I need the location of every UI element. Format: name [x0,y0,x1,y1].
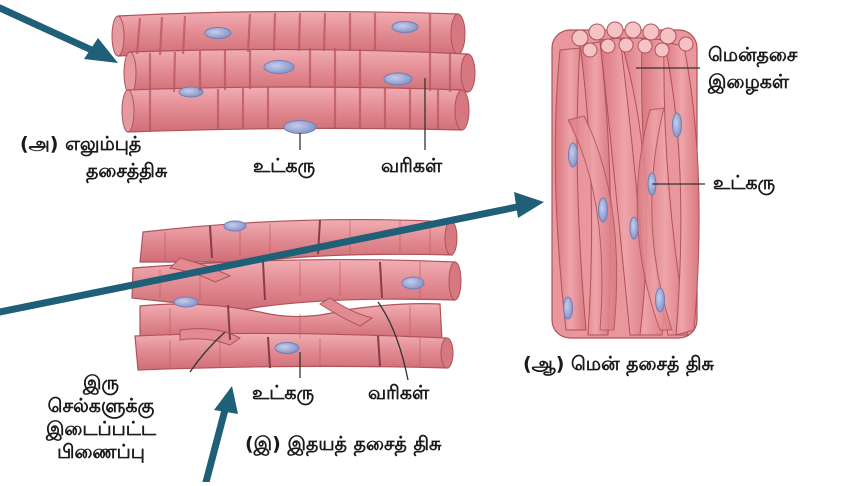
nucleus [275,343,299,354]
nucleus [599,198,608,222]
nucleus [384,73,412,85]
cardiac-caption: (இ) இதயத் தசைத் திசு [245,433,441,455]
smooth-muscle-illustration [552,22,705,338]
smooth-nucleus-label: உட்கரு [713,172,775,194]
cardiac-nucleus-label: உட்கரு [252,382,314,404]
skeletal-striations-label: வரிகள் [381,155,442,177]
smooth-fibers-label-line2: இழைகள் [708,71,789,93]
cardiac-striations-label: வரிகள் [368,382,429,404]
nucleus [205,28,231,39]
nucleus [264,61,294,74]
skeletal-muscle-illustration [112,11,475,150]
nucleus [656,288,665,312]
skeletal-caption-line1: (அ) எலும்புத் [20,133,141,155]
nucleus [392,22,418,33]
cardiac-disc-label-line4: பிணைப்பு [35,441,167,463]
smooth-caption: (ஆ) மென் தசைத் திசு [523,353,714,375]
skeletal-nucleus-label: உட்கரு [253,155,315,177]
smooth-fibers-label-line1: மென்தசை [708,44,797,66]
cardiac-disc-label-line1: இரு [66,372,136,394]
skeletal-caption-line2: தசைத்திசு [86,160,167,182]
skeletal-fiber [122,87,469,134]
nucleus [174,297,198,307]
cardiac-muscle-illustration [132,220,461,380]
arrow-skeletal-icon [0,8,118,63]
arrow-cardiac-icon [206,386,238,482]
nucleus [284,121,316,134]
cardiac-disc-label-line2: செல்களுக்கு [20,395,182,417]
nucleus [630,217,638,239]
nucleus [569,143,578,167]
nucleus [224,221,246,231]
nucleus [673,113,682,137]
nucleus [564,297,573,319]
nucleus [402,277,424,289]
cardiac-disc-label-line3: இடைப்பட்ட [30,418,172,440]
